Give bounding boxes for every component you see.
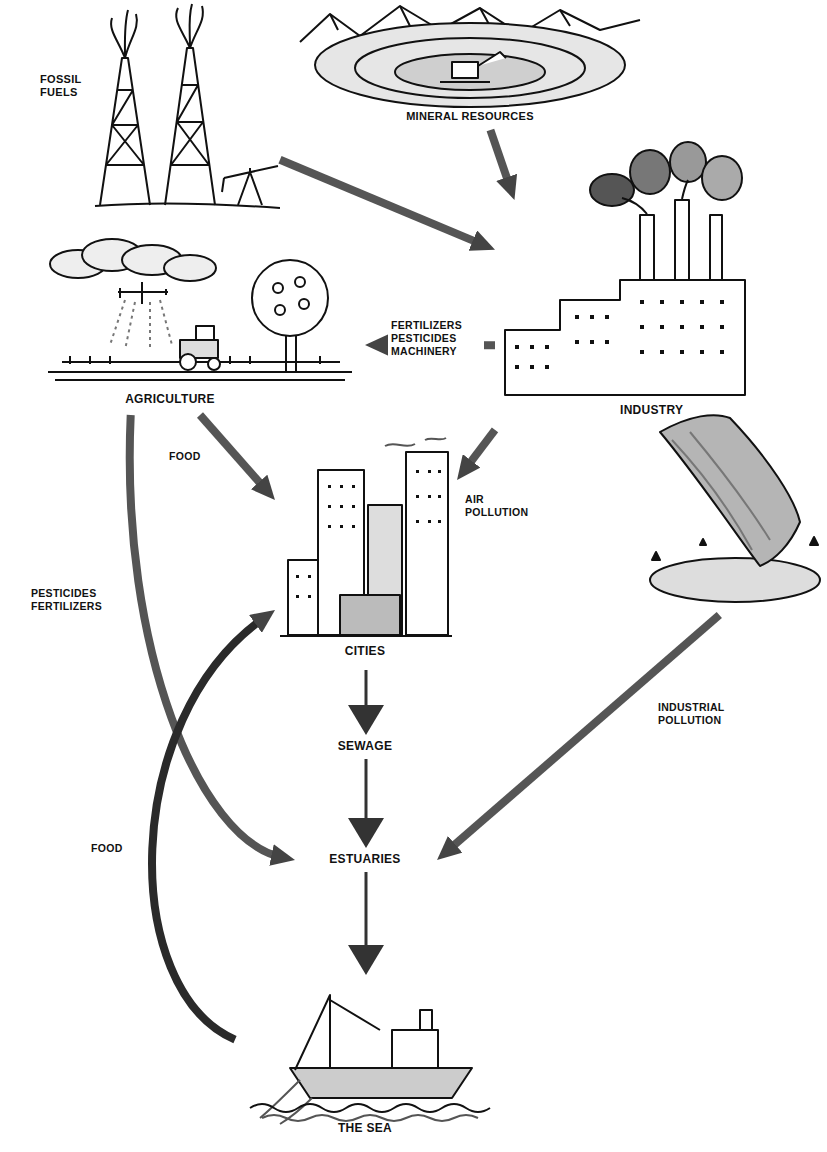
labelled-figure: ESTUARIES <box>295 848 437 872</box>
flow-triangle-arrow <box>365 670 368 723</box>
labelled-figure: INDUSTRY <box>495 200 820 615</box>
flow-label: FERTILIZERS PESTICIDES MACHINERY <box>388 318 484 359</box>
label-patch: INDUSTRIAL POLLUTION <box>655 700 755 728</box>
flow-label: PESTICIDES FERTILIZERS <box>28 586 120 614</box>
flow-arrow <box>490 130 510 187</box>
figure-label: MINERAL RESOURCES <box>390 110 550 123</box>
labelled-figure: FOSSIL FUELS <box>30 5 280 220</box>
flow-label: INDUSTRIAL POLLUTION <box>655 700 755 728</box>
label-patch: FOOD <box>88 838 136 856</box>
flow-arrow <box>280 160 482 245</box>
flow-arrow <box>152 618 264 1040</box>
flow-arrow <box>130 415 282 857</box>
label-patch: PESTICIDES FERTILIZERS <box>28 586 120 614</box>
flow-label: AIR POLLUTION <box>462 492 540 520</box>
figure-label: AGRICULTURE <box>90 392 250 406</box>
label-patch: FOOD <box>166 446 210 464</box>
flow-arrow <box>200 415 266 490</box>
flow-arrow <box>448 615 720 851</box>
label-patch: FERTILIZERS PESTICIDES MACHINERY <box>388 318 484 359</box>
flow-arrow <box>466 430 496 469</box>
figure-label: INDUSTRY <box>620 403 730 417</box>
labelled-figure: THE SEA <box>235 975 497 1145</box>
figure-label: FOSSIL FUELS <box>40 73 100 99</box>
label-patch: AIR POLLUTION <box>462 492 540 520</box>
flow-triangle-arrow <box>365 759 368 836</box>
figure-label: CITIES <box>275 644 455 658</box>
labelled-figure: MINERAL RESOURCES <box>300 0 640 130</box>
labelled-figure: CITIES <box>275 420 457 670</box>
figure-label: ESTUARIES <box>295 852 435 866</box>
labelled-figure: SEWAGE <box>305 735 427 759</box>
flow-label: FOOD <box>166 449 204 464</box>
flow-label: FOOD <box>88 841 126 856</box>
figure-label: SEWAGE <box>305 739 425 753</box>
figure-label: THE SEA <box>235 1121 495 1135</box>
flow-triangle-arrow <box>365 872 368 963</box>
labelled-figure: AGRICULTURE <box>35 240 365 415</box>
